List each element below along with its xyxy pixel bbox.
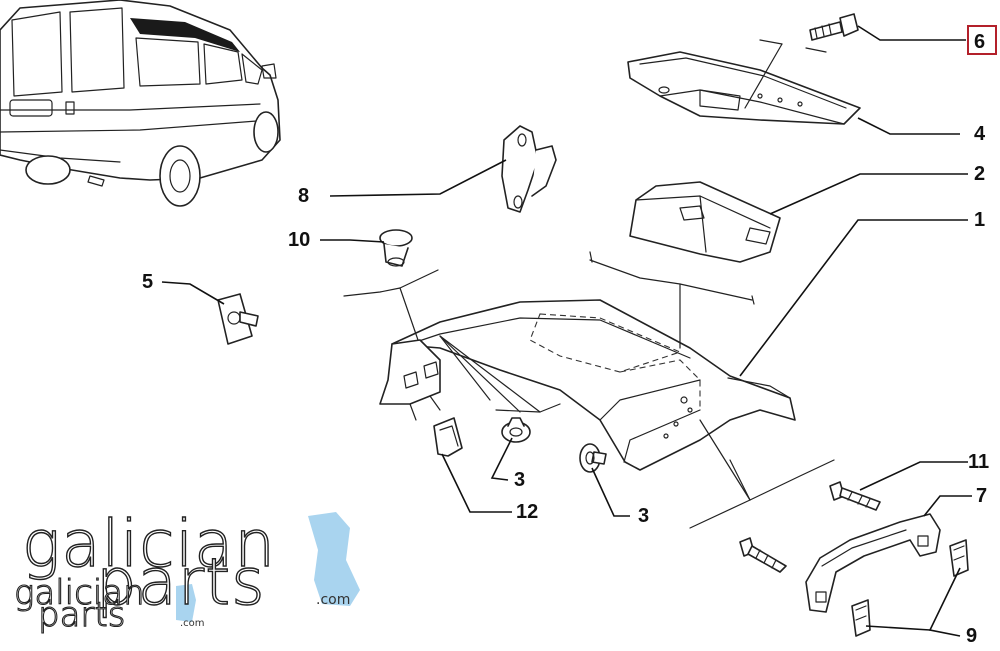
- callout-6-box: [967, 25, 997, 55]
- callout-5[interactable]: 5: [142, 271, 153, 293]
- callouts: 6 4 2 1 8 10 5 3 12 3 11 7 9: [142, 25, 997, 647]
- part-12-cover: [433, 417, 463, 457]
- part-2-light: [629, 181, 781, 263]
- part-4-tray: [627, 39, 861, 125]
- part-8-hook: [501, 125, 557, 213]
- callout-10[interactable]: 10: [288, 229, 310, 251]
- watermark-map-shape: [308, 512, 360, 606]
- watermark-map-shape-small: [176, 584, 196, 622]
- watermark-text-parts-small: parts: [38, 595, 125, 635]
- watermark-text-galician-small: galician: [14, 573, 145, 613]
- watermark: galician parts .com galician parts .com: [13, 507, 360, 636]
- callout-2[interactable]: 2: [974, 163, 985, 185]
- callout-11[interactable]: 11: [968, 451, 989, 473]
- part-6-screw: [809, 13, 859, 41]
- callout-6[interactable]: 6: [974, 31, 985, 53]
- part-9-clips: [851, 539, 969, 637]
- watermark-text-com-small: .com: [180, 618, 205, 629]
- watermark-text-parts: parts: [96, 546, 266, 620]
- watermark-text-galician: galician: [22, 508, 276, 582]
- part-1-shelf: [379, 299, 796, 471]
- callout-4[interactable]: 4: [974, 123, 986, 145]
- group-brackets: [343, 251, 835, 529]
- callout-3-b[interactable]: 3: [638, 505, 649, 527]
- part-5-plate: [217, 293, 259, 345]
- callout-3-a[interactable]: 3: [514, 469, 525, 491]
- leader-lines: [161, 25, 972, 637]
- van-illustration: [0, 0, 281, 207]
- callout-12[interactable]: 12: [516, 501, 538, 523]
- part-3-clip-b: [579, 443, 607, 473]
- part-11-bolt: [829, 481, 881, 511]
- part-7-handle: [805, 513, 941, 613]
- callout-7[interactable]: 7: [976, 485, 987, 507]
- callout-8[interactable]: 8: [298, 185, 309, 207]
- callout-9[interactable]: 9: [966, 625, 977, 647]
- part-3-clip-a: [501, 417, 531, 443]
- part-bolt-lower: [739, 537, 787, 573]
- watermark-text-com: .com: [316, 592, 350, 608]
- part-10-clip: [379, 229, 413, 267]
- callout-1[interactable]: 1: [974, 209, 985, 231]
